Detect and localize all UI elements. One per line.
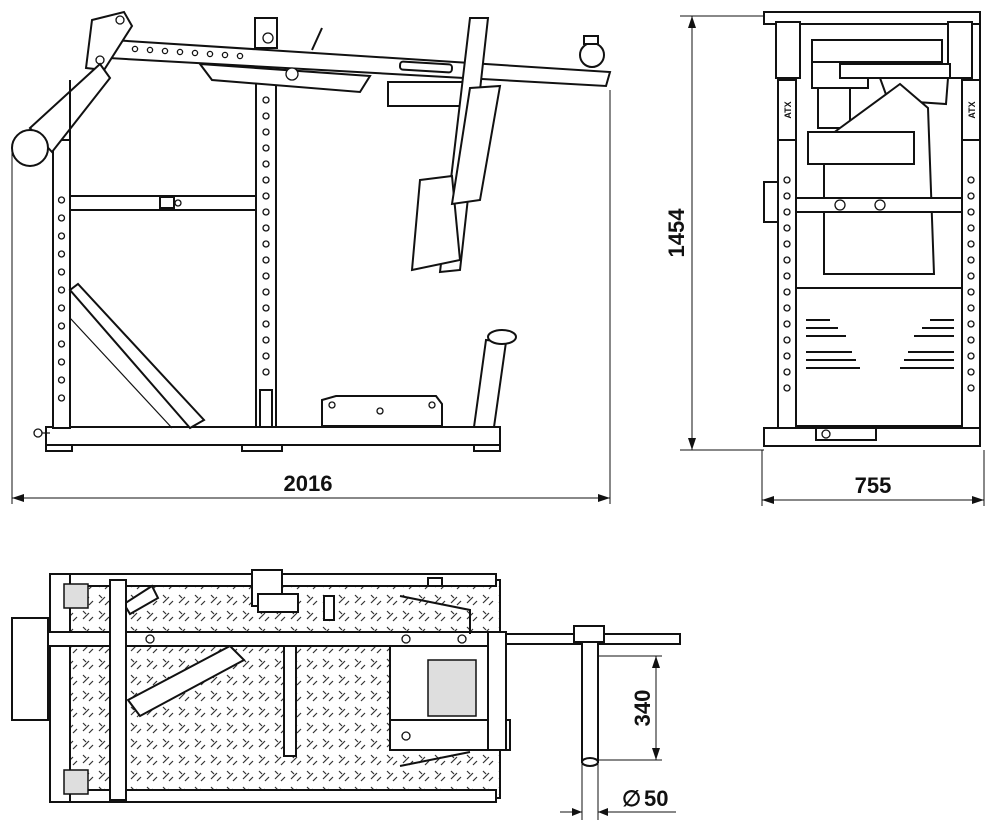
- dimension-height: 1454: [664, 15, 764, 451]
- post-handle: [487, 329, 517, 345]
- lower-guard: [795, 287, 963, 427]
- arm-bracket-left: [775, 21, 801, 79]
- handle-end: [579, 42, 605, 68]
- diagonal-brace: [68, 282, 206, 430]
- corner-brace: [122, 584, 160, 616]
- top-beam: [763, 11, 981, 25]
- foot: [241, 444, 283, 452]
- front-support: [487, 631, 507, 751]
- top-pad: [811, 39, 943, 63]
- left-upright-holes: [783, 176, 791, 392]
- height-label: 1454: [664, 208, 689, 258]
- dimension-diameter: ∅ 50: [560, 762, 676, 820]
- side-handle: [763, 181, 779, 223]
- side-view: [11, 10, 612, 452]
- logo-plate-left: [777, 79, 797, 141]
- pivot: [285, 67, 299, 81]
- diameter-symbol: ∅: [622, 786, 641, 811]
- logo-plate-right: [961, 79, 981, 141]
- length-label: 2016: [284, 471, 333, 496]
- corner-plate: [63, 583, 89, 609]
- dimension-length: 2016: [11, 90, 611, 504]
- foot-pad-insert: [427, 659, 477, 717]
- front-arm-link: [450, 84, 502, 206]
- front-post: [472, 338, 508, 428]
- corner-plate: [63, 769, 89, 795]
- brand-logo: ATX: [967, 101, 977, 118]
- vent-slots: [806, 319, 954, 369]
- width-label: 755: [855, 473, 892, 498]
- front-arm-pad: [410, 174, 462, 272]
- base-rail: [45, 426, 501, 446]
- spacing-label: 340: [630, 690, 655, 727]
- rear-upright: [52, 139, 71, 429]
- handle-bar: [399, 751, 471, 767]
- foot: [473, 444, 501, 452]
- lever-guide: [197, 62, 372, 94]
- center-column-top: [283, 645, 297, 757]
- diameter-label: 50: [644, 786, 668, 811]
- brand-logo: ATX: [783, 101, 793, 118]
- right-upright-holes: [967, 176, 975, 392]
- stop-pin: [311, 27, 323, 51]
- lever-arm-holes: [131, 45, 244, 60]
- center-upright-holes: [262, 96, 270, 376]
- handle-tube: [581, 639, 599, 763]
- dimension-width: 755: [761, 450, 985, 506]
- dimension-spacing: 340: [598, 655, 662, 761]
- handle-bar: [399, 595, 471, 634]
- rear-cross-tube: [109, 579, 127, 801]
- front-view: ATX ATX: [763, 11, 981, 447]
- rear-upright-holes: [57, 196, 66, 402]
- handle-collar: [573, 625, 605, 643]
- lever-tube: [839, 63, 951, 79]
- diagonal-beam: [126, 644, 246, 718]
- upper-pad: [807, 131, 915, 165]
- base-pin: [33, 428, 43, 438]
- shoulder-pad: [387, 81, 469, 107]
- weight-plate-stub: [11, 129, 49, 167]
- center-column: [817, 87, 851, 129]
- rear-arm: [84, 10, 134, 72]
- top-view: [11, 569, 681, 803]
- rear-pad: [11, 617, 49, 721]
- arm-bracket-right: [947, 21, 973, 79]
- foot: [45, 444, 73, 452]
